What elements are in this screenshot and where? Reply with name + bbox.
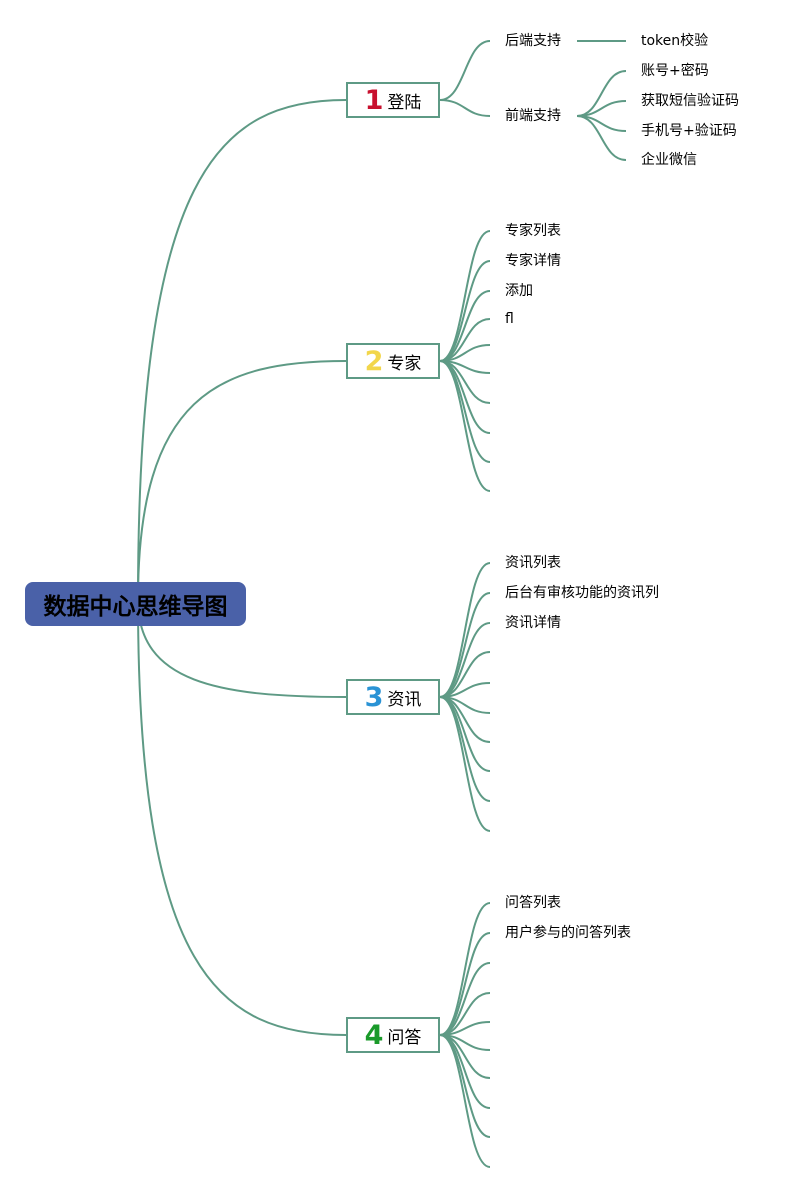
leaf-expert-detail[interactable]: 专家详情: [505, 253, 561, 269]
leaf-expert-add[interactable]: 添加: [505, 283, 533, 299]
link-login-1: [439, 99, 491, 117]
root-node[interactable]: 数据中心思维导图: [25, 582, 246, 626]
leaf-get-sms-code[interactable]: 获取短信验证码: [641, 93, 739, 109]
link-qa-9: [439, 1034, 491, 1168]
link-experts-8: [439, 360, 491, 463]
leaf-frontend-support[interactable]: 前端支持: [505, 108, 561, 124]
leaf-token-check[interactable]: token校验: [641, 33, 709, 49]
link-experts-1: [439, 260, 491, 362]
leaf-expert-fl[interactable]: fl: [505, 311, 514, 327]
link-experts-9: [439, 360, 491, 492]
link-news-9: [439, 696, 491, 832]
leaf-news-list[interactable]: 资讯列表: [505, 555, 561, 571]
branch-number-2: 2: [364, 345, 384, 377]
leaf-account-password[interactable]: 账号+密码: [641, 63, 709, 79]
branch-login[interactable]: 1 登陆: [346, 82, 440, 118]
branch-news[interactable]: 3 资讯: [346, 679, 440, 715]
link-news-2: [439, 622, 491, 698]
branch-experts[interactable]: 2 专家: [346, 343, 440, 379]
leaf-news-review-list[interactable]: 后台有审核功能的资讯列: [505, 585, 659, 601]
link-experts-0: [439, 230, 491, 362]
branch-label-experts: 专家: [387, 353, 422, 374]
branch-qa[interactable]: 4 问答: [346, 1017, 440, 1053]
branch-number-1: 1: [364, 84, 384, 116]
branch-label-login: 登陆: [387, 92, 422, 113]
branch-number-3: 3: [364, 681, 384, 713]
leaf-enterprise-wechat[interactable]: 企业微信: [641, 152, 697, 168]
link-news-0: [439, 562, 491, 698]
link-qa-1: [439, 932, 491, 1036]
branch-label-qa: 问答: [387, 1027, 422, 1048]
leaf-expert-list[interactable]: 专家列表: [505, 223, 561, 239]
branch-number-4: 4: [364, 1019, 384, 1051]
link-frontend-3: [576, 115, 627, 161]
link-news-1: [439, 592, 491, 698]
link-root-qa: [137, 599, 347, 1036]
link-login-0: [439, 40, 491, 101]
root-title: 数据中心思维导图: [43, 594, 228, 620]
leaf-qa-list[interactable]: 问答列表: [505, 895, 561, 911]
leaf-user-qa-list[interactable]: 用户参与的问答列表: [505, 925, 631, 941]
leaf-news-detail[interactable]: 资讯详情: [505, 615, 561, 631]
leaf-phone-code[interactable]: 手机号+验证码: [641, 123, 737, 139]
link-qa-2: [439, 962, 491, 1036]
link-experts-2: [439, 290, 491, 362]
link-root-login: [137, 99, 347, 601]
branch-label-news: 资讯: [387, 689, 422, 710]
link-qa-0: [439, 902, 491, 1036]
leaf-backend-support[interactable]: 后端支持: [505, 33, 561, 49]
link-root-news: [137, 599, 347, 698]
link-root-experts: [137, 360, 347, 601]
